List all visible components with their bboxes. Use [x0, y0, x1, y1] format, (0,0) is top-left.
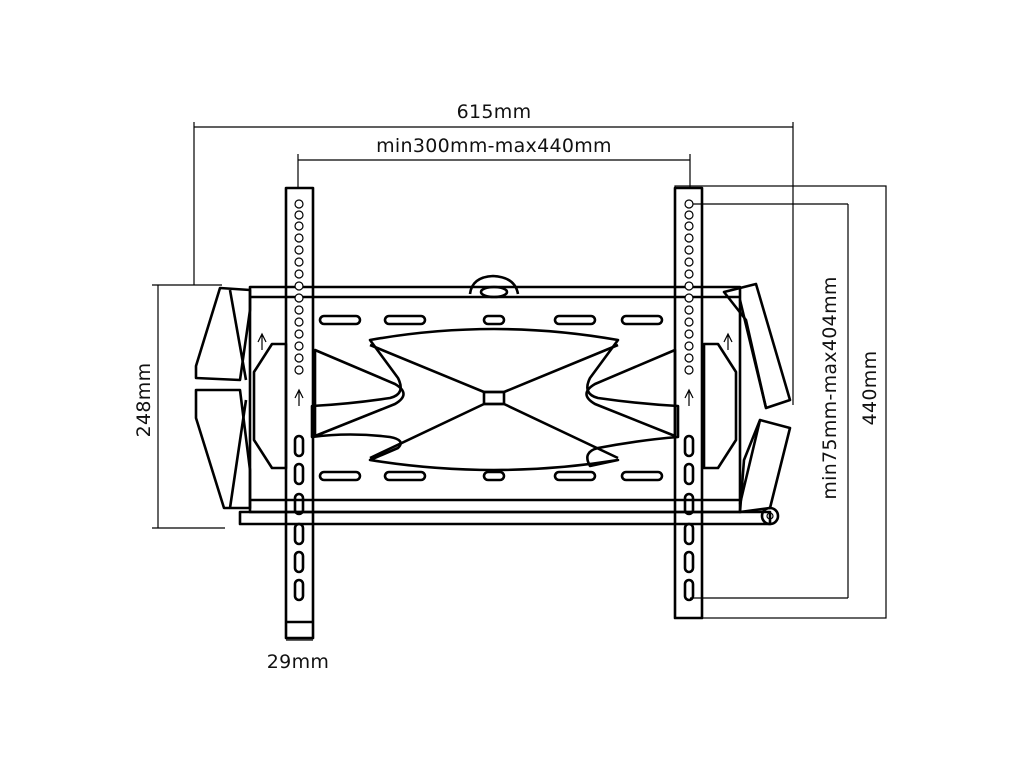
- vesa-horizontal-label: min300mm-max440mm: [376, 135, 612, 157]
- right-rail: [673, 186, 704, 620]
- dimension-lines: [152, 122, 887, 641]
- right-rail-slots: [683, 434, 695, 602]
- left-bracket-inner-1: [228, 289, 248, 381]
- vesa-vertical-max-label: 440mm: [859, 351, 881, 426]
- left-rail-holes: [294, 199, 304, 375]
- right-up-arrow-icon: [723, 332, 733, 350]
- x-frame-outer: [310, 327, 680, 472]
- x-frame-left-arm: [313, 348, 405, 438]
- vesa-vertical-label: min75mm-max404mm: [819, 276, 841, 499]
- right-rail-body: [673, 186, 704, 620]
- slots-bottom: [318, 470, 664, 482]
- right-rail-holes: [684, 199, 694, 375]
- x-frame-right-arm: [585, 348, 677, 438]
- dimension-labels: 615mm min300mm-max440mm 248mm min75mm-ma…: [133, 101, 881, 673]
- x-frame-center: [482, 390, 506, 406]
- left-rail-slots: [293, 434, 305, 602]
- total-width-label: 615mm: [457, 101, 532, 123]
- left-bracket-lower: [194, 388, 252, 510]
- hanging-tab: [468, 274, 520, 295]
- left-up-arrow-icon: [257, 332, 267, 350]
- right-bracket-inner-2: [738, 419, 762, 505]
- hanging-tab-hole: [479, 285, 509, 299]
- right-bracket-inner-1: [738, 299, 768, 409]
- slots-top: [318, 314, 664, 326]
- left-bracket-upper: [194, 286, 252, 382]
- left-rail-up-arrow-icon: [294, 388, 304, 406]
- plate-outline: [248, 285, 742, 514]
- right-bracket-lower: [738, 418, 792, 514]
- left-bracket: [194, 286, 267, 510]
- rail-width-label: 29mm: [267, 651, 329, 673]
- left-side-cutout: [252, 342, 288, 470]
- x-frame-upper-v: [369, 343, 619, 394]
- right-side-cutout: [702, 342, 738, 470]
- wall-plate: [238, 274, 780, 526]
- left-rail-body: [284, 186, 315, 640]
- x-frame-lower-v: [369, 402, 619, 460]
- left-bracket-inner-2: [228, 399, 248, 509]
- right-bracket: [722, 282, 792, 514]
- right-rail-up-arrow-icon: [684, 388, 694, 406]
- right-bracket-upper: [722, 282, 792, 410]
- left-rail: [284, 186, 315, 640]
- height-label: 248mm: [133, 363, 155, 438]
- bottom-bar-lock-hole: [766, 512, 774, 520]
